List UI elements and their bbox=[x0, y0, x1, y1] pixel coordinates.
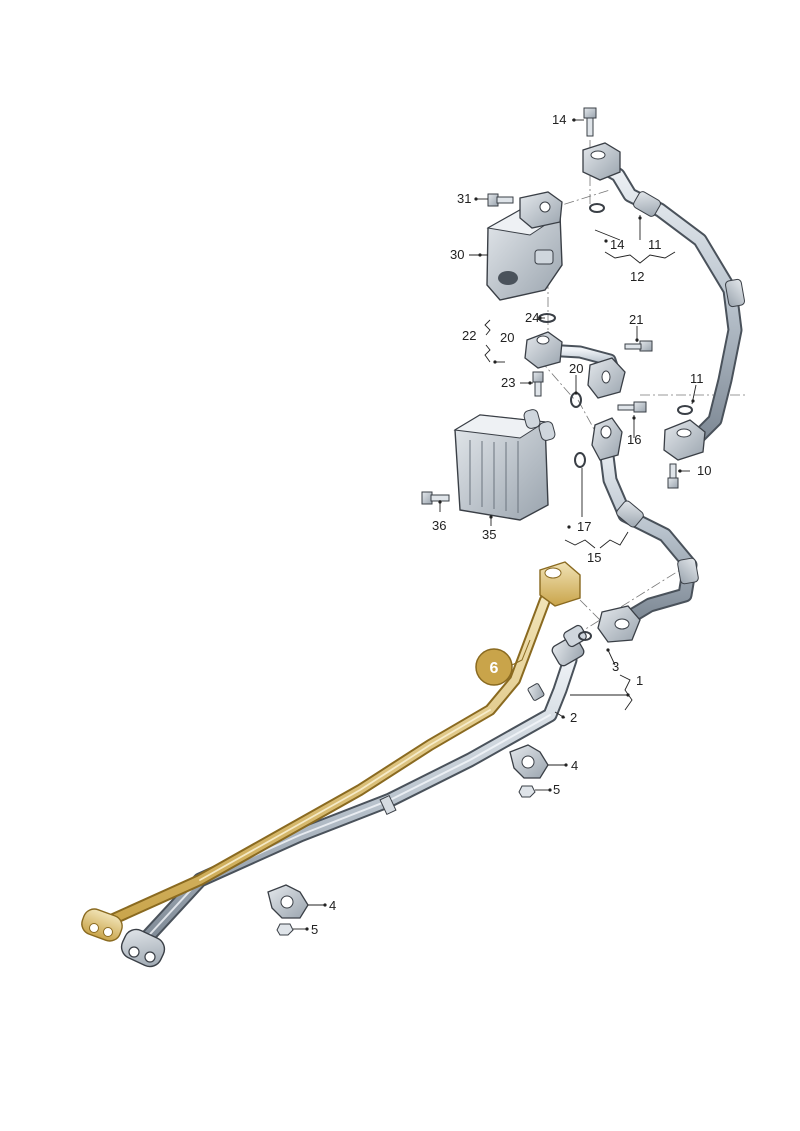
label-30: 30 bbox=[450, 247, 464, 262]
highlighted-pipe-6 bbox=[81, 561, 581, 942]
label-31: 31 bbox=[457, 191, 471, 206]
label-16: 16 bbox=[627, 432, 641, 447]
label-22: 22 bbox=[462, 328, 476, 343]
label-10: 10 bbox=[697, 463, 711, 478]
part-6-number: 6 bbox=[490, 660, 499, 677]
small-parts bbox=[267, 107, 693, 936]
leader-lines bbox=[293, 118, 697, 931]
part-labels: 14 31 30 24 22 20 23 21 20 11 16 10 17 1… bbox=[311, 112, 711, 937]
label-14: 14 bbox=[610, 237, 624, 252]
pipe-6-top-block bbox=[539, 561, 581, 607]
label-11-a: 11 bbox=[648, 237, 662, 252]
label-36: 36 bbox=[432, 518, 446, 533]
upper-hose-top-fitting bbox=[582, 142, 621, 181]
label-5-a: 5 bbox=[553, 782, 560, 797]
upper-return-hose bbox=[582, 142, 746, 461]
label-35: 35 bbox=[482, 527, 496, 542]
label-23: 23 bbox=[501, 375, 515, 390]
label-20-b: 20 bbox=[569, 361, 583, 376]
label-11-b: 11 bbox=[690, 371, 704, 386]
pipe-end-fitting bbox=[120, 928, 166, 968]
connecting-pipe-20 bbox=[524, 331, 626, 399]
label-5-b: 5 bbox=[311, 922, 318, 937]
upper-hose-bottom-fitting bbox=[663, 419, 706, 461]
label-2: 2 bbox=[570, 710, 577, 725]
label-1: 1 bbox=[636, 673, 643, 688]
middle-hose-bottom-flange bbox=[597, 605, 641, 643]
part-6-badge[interactable]: 6 bbox=[475, 648, 513, 686]
middle-hose-top-flange bbox=[591, 417, 623, 461]
label-4-b: 4 bbox=[329, 898, 336, 913]
label-21: 21 bbox=[629, 312, 643, 327]
pipe-nut bbox=[551, 624, 587, 667]
label-4-a: 4 bbox=[571, 758, 578, 773]
pipe-6-end-fitting bbox=[81, 908, 123, 942]
label-3: 3 bbox=[612, 659, 619, 674]
label-24: 24 bbox=[525, 310, 539, 325]
label-15: 15 bbox=[587, 550, 601, 565]
label-20-a: 20 bbox=[500, 330, 514, 345]
label-13: 14 bbox=[552, 112, 566, 127]
label-12: 12 bbox=[630, 269, 644, 284]
thermostat-housing bbox=[486, 191, 563, 301]
oil-cooler bbox=[453, 409, 556, 521]
label-17: 17 bbox=[577, 519, 591, 534]
middle-hose bbox=[591, 417, 699, 643]
